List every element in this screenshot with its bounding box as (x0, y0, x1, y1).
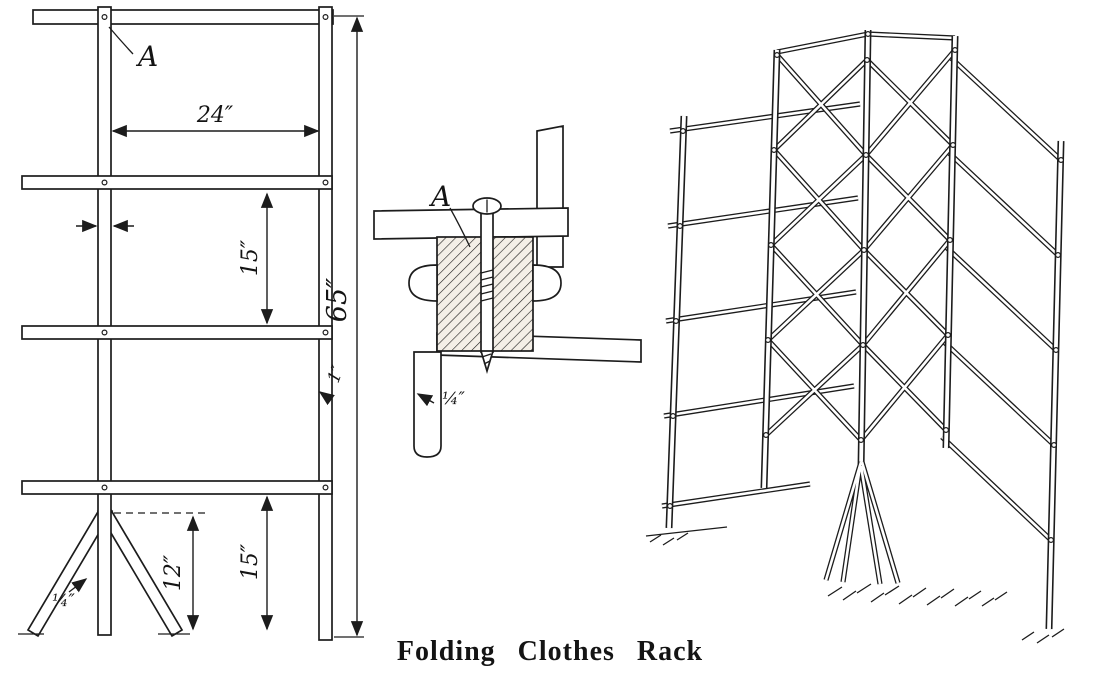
rails-right (940, 55, 1063, 542)
width-dim-text: 24″ (196, 103, 234, 128)
front-elevation-view: A 24″ 15″ 65″ 1″ (18, 6, 364, 641)
right-post (318, 6, 333, 641)
label-a-leader: A (108, 26, 158, 73)
dimension-24: 24″ (111, 103, 320, 138)
lower-spacing-dim-text: 15″ (238, 543, 263, 580)
detail-top-bar (373, 207, 569, 240)
dimension-15-lower: 15″ (238, 495, 274, 631)
figure-caption: Folding Clothes Rack (397, 636, 703, 667)
dimension-15-upper: 15″ (238, 192, 274, 325)
dimension-quarter-detail: ¼″ (416, 389, 465, 409)
upper-spacing-dim-text: 15″ (238, 239, 263, 276)
ground-hatching (645, 526, 1065, 644)
dimension-quarter-leg: ¼″ (52, 578, 88, 611)
leg-height-dim-text: 12″ (161, 554, 186, 591)
dimension-65: 65″ (322, 15, 364, 638)
dimension-12: 12″ (161, 515, 200, 631)
center-legs (823, 461, 901, 585)
leg-stock-dim-text: ¼″ (52, 591, 75, 611)
detail-rail-ends (408, 264, 562, 302)
height-dim-text: 65″ (322, 278, 353, 322)
detail-lower-post (413, 351, 442, 458)
perspective-posts (665, 29, 1065, 630)
rail (21, 480, 333, 495)
joint-rivets (666, 31, 1064, 543)
joint-detail-view: A ¼″ (373, 124, 642, 458)
top-rail (32, 9, 334, 25)
dimension-1: 1″ (318, 362, 349, 406)
rail (21, 325, 333, 340)
rail (21, 175, 333, 190)
detail-upper-post (536, 124, 564, 268)
detail-joint-label: A (428, 180, 451, 213)
rails-left (661, 101, 861, 509)
rivets (101, 14, 329, 491)
left-post (97, 6, 112, 636)
stock-thickness-dim-text: ¼″ (442, 389, 465, 409)
front-joint-label: A (135, 40, 158, 73)
post-width-dim-text: 1″ (324, 362, 349, 386)
scissor-arms-left (764, 31, 869, 442)
detail-screw (472, 197, 502, 374)
scissor-arms-right (858, 31, 957, 442)
perspective-view (645, 29, 1065, 644)
detail-label-a-leader: A (428, 180, 471, 248)
